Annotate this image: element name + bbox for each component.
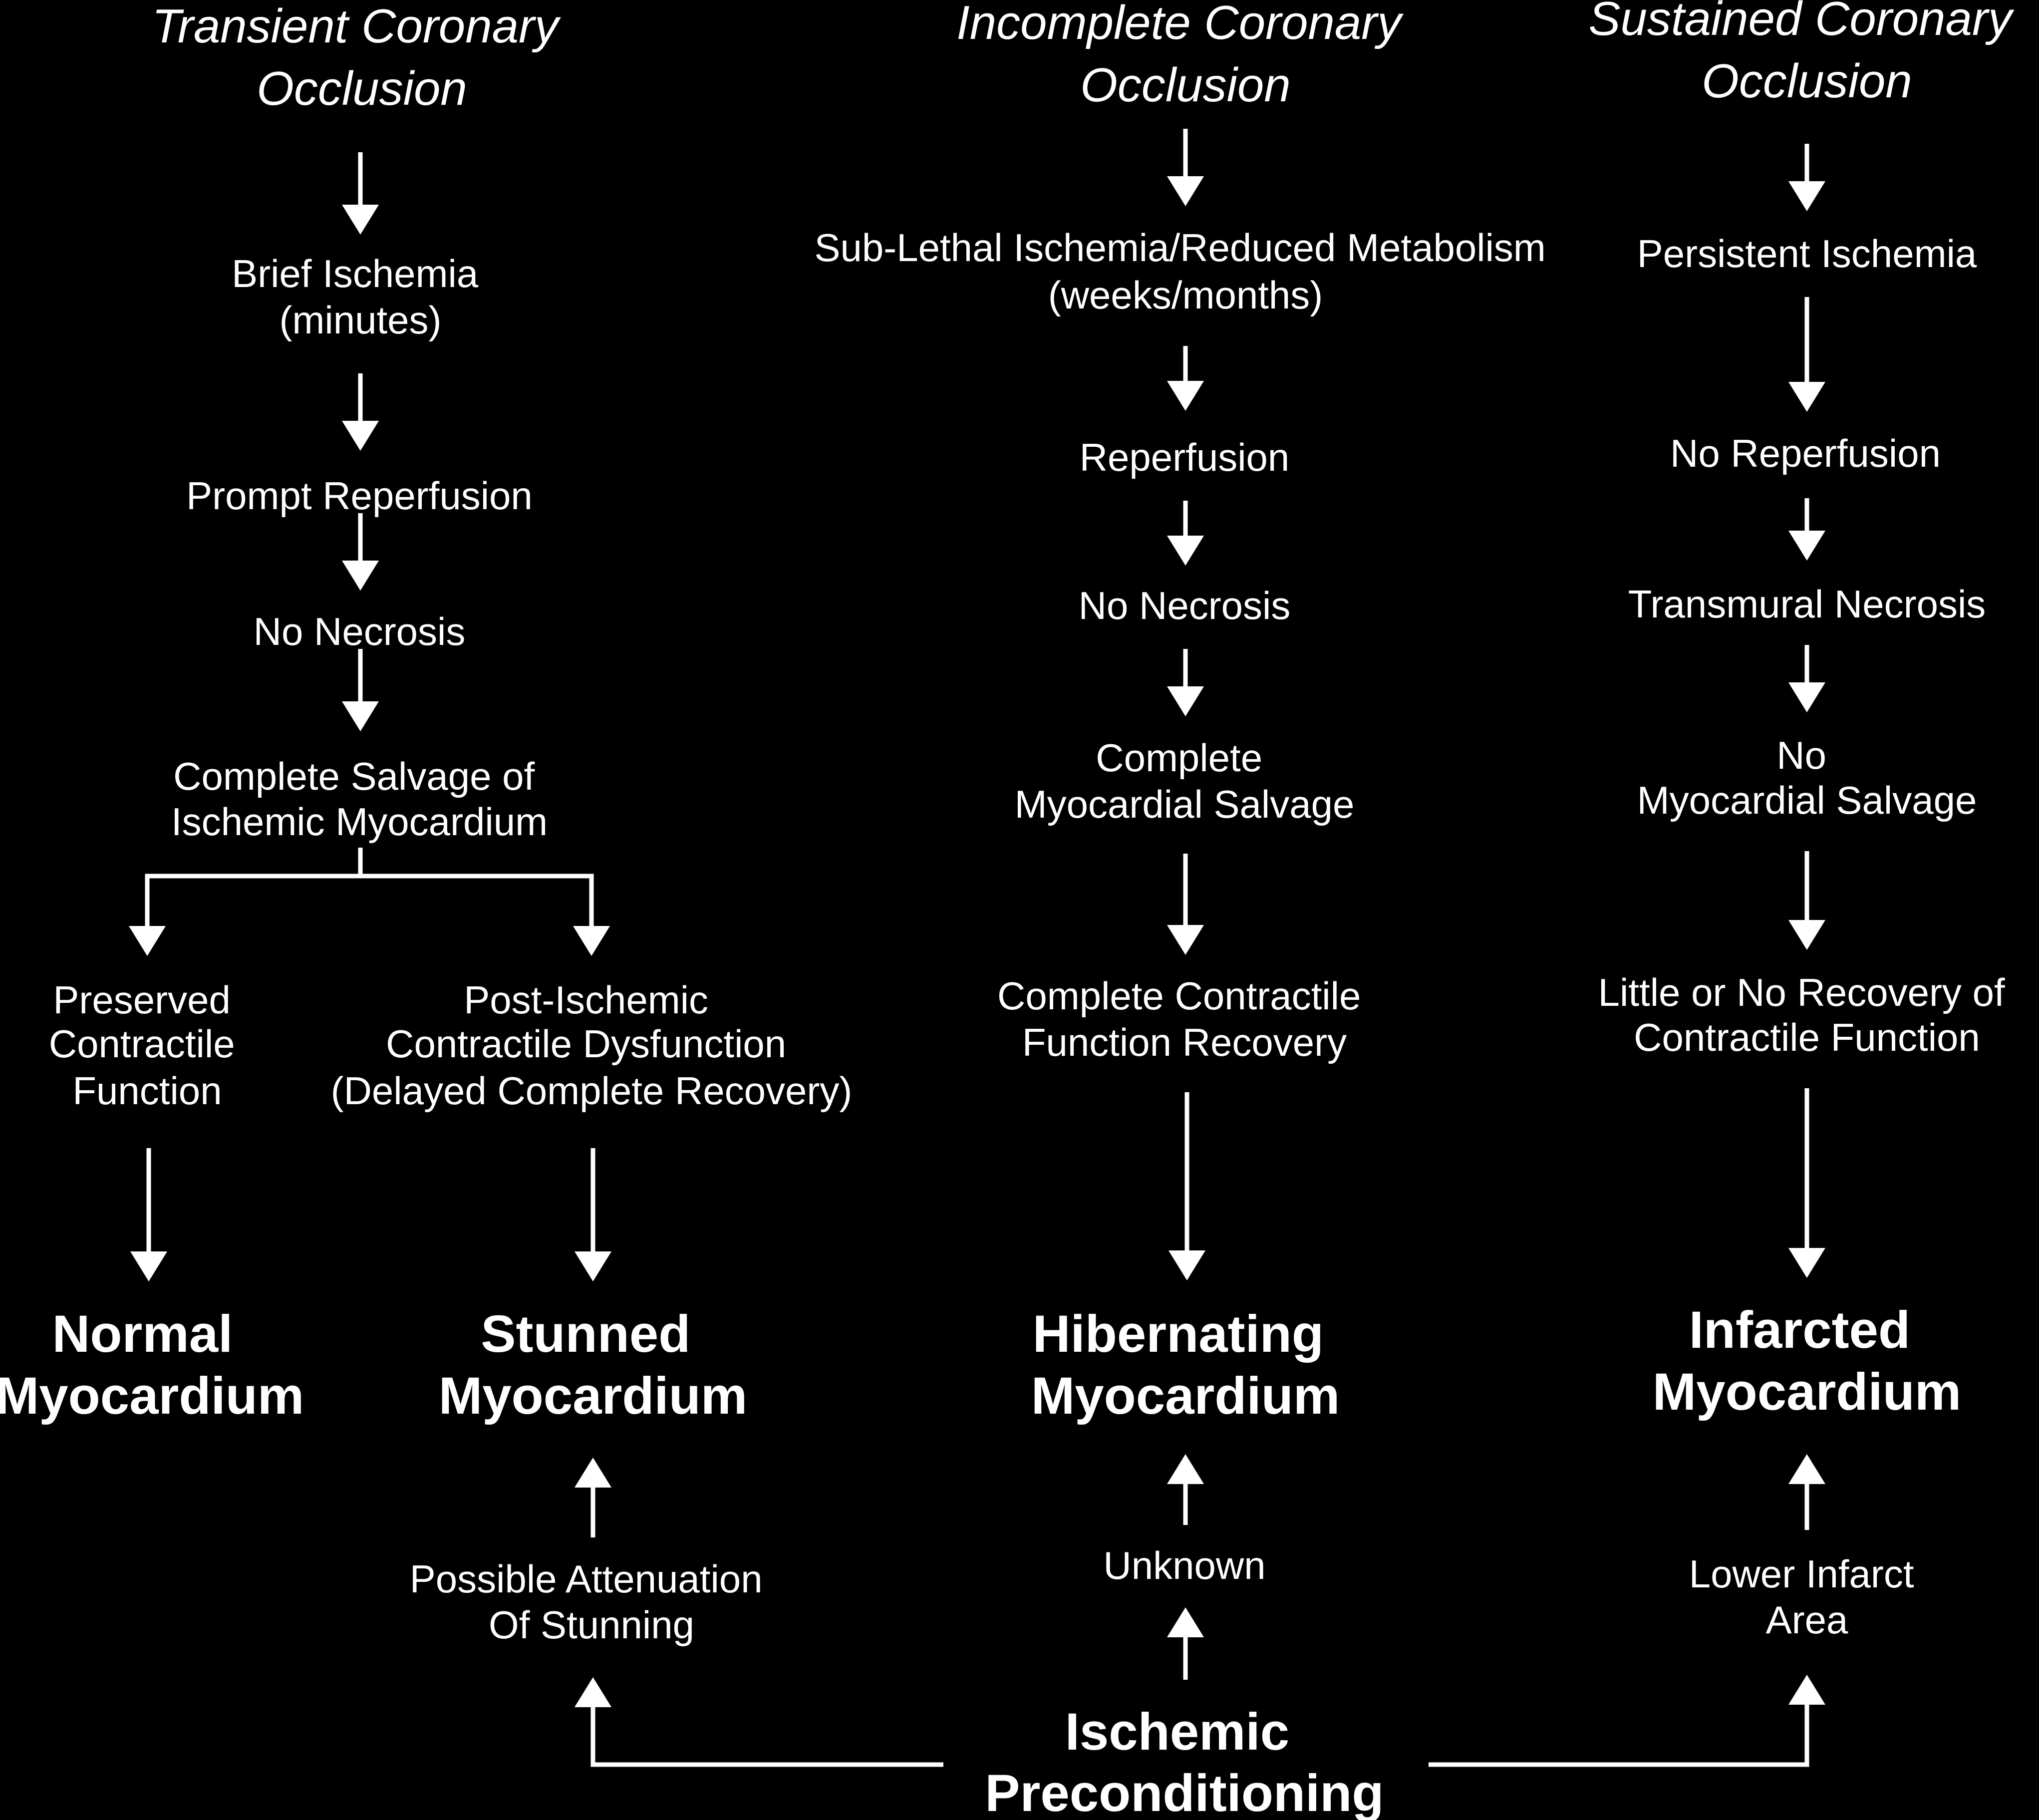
effect-attenuation-of-stunning: Possible Attenuation Of Stunning bbox=[410, 1557, 774, 1647]
step-complete-salvage-transient: Complete Salvage of Ischemic Myocardium bbox=[171, 754, 548, 844]
step-prompt-reperfusion: Prompt Reperfusion bbox=[186, 474, 533, 518]
step-no-reperfusion: No Reperfusion bbox=[1670, 431, 1941, 475]
effect-unknown: Unknown bbox=[1103, 1543, 1265, 1587]
ischemic-preconditioning-title: Ischemic Preconditioning bbox=[985, 1703, 1384, 1820]
arrow-head bbox=[1167, 536, 1204, 566]
arrow-head bbox=[1788, 382, 1825, 412]
connectors bbox=[129, 129, 1825, 1767]
step-function-recovery: Complete Contractile Function Recovery bbox=[997, 974, 1372, 1064]
outcome-normal-myocardium: Normal Myocardium bbox=[0, 1305, 304, 1425]
arrow-head bbox=[1788, 920, 1825, 950]
step-little-recovery: Little or No Recovery of Contractile Fun… bbox=[1598, 970, 2016, 1059]
arrow-head bbox=[129, 926, 166, 956]
arrow-head bbox=[1167, 176, 1204, 206]
arrow-head bbox=[575, 1458, 611, 1488]
effect-lower-infarct-area: Lower Infarct Area bbox=[1689, 1552, 1925, 1642]
step-complete-salvage-incomplete: Complete Myocardial Salvage bbox=[1015, 736, 1355, 826]
arrow-head bbox=[342, 701, 379, 731]
arrow-head bbox=[1167, 925, 1204, 955]
arrow-head bbox=[1167, 686, 1204, 716]
step-no-necrosis-incomplete: No Necrosis bbox=[1079, 584, 1291, 627]
arrow-head bbox=[573, 926, 610, 956]
arrow-head bbox=[1788, 1454, 1825, 1484]
header-incomplete-occlusion: Incomplete Coronary Occlusion bbox=[956, 0, 1415, 112]
header-sustained-occlusion: Sustained Coronary Occlusion bbox=[1588, 0, 2025, 108]
arrow-head bbox=[342, 561, 379, 591]
step-sublethal-ischemia: Sub-Lethal Ischemia/Reduced Metabolism (… bbox=[814, 226, 1556, 317]
arrow-head bbox=[575, 1677, 611, 1707]
step-preserved-function: Preserved Contractile Function bbox=[49, 978, 246, 1113]
arrow-head bbox=[1167, 1454, 1204, 1484]
step-post-ischemic-dysfunction: Post-Ischemic Contractile Dysfunction (D… bbox=[331, 978, 853, 1113]
arrow-head bbox=[1788, 1248, 1825, 1278]
arrow-head bbox=[575, 1251, 611, 1281]
outcome-infarcted-myocardium: Infarcted Myocardium bbox=[1653, 1301, 1961, 1421]
arrow-head bbox=[1788, 531, 1825, 561]
step-persistent-ischemia: Persistent Ischemia bbox=[1637, 232, 1977, 276]
preconditioning-to-stunning-line bbox=[590, 1705, 943, 1767]
arrow-head bbox=[1788, 682, 1825, 712]
outcome-hibernating-myocardium: Hibernating Myocardium bbox=[1031, 1305, 1340, 1425]
arrow-head bbox=[342, 421, 379, 451]
step-reperfusion: Reperfusion bbox=[1080, 435, 1290, 479]
step-transmural-necrosis: Transmural Necrosis bbox=[1628, 582, 1986, 626]
arrow-head bbox=[1788, 1675, 1825, 1705]
arrow-head bbox=[1167, 1607, 1204, 1637]
arrow-head bbox=[130, 1251, 167, 1281]
outcome-stunned-myocardium: Stunned Myocardium bbox=[439, 1305, 747, 1425]
step-no-salvage: No Myocardial Salvage bbox=[1637, 733, 1977, 822]
arrow-head bbox=[1167, 381, 1204, 411]
preconditioning-to-infarct-line bbox=[1429, 1702, 1809, 1767]
arrow-head bbox=[342, 205, 379, 235]
step-no-necrosis-transient: No Necrosis bbox=[254, 609, 466, 653]
branch-line bbox=[145, 874, 594, 928]
arrow-head bbox=[1788, 181, 1825, 211]
header-transient-occlusion: Transient Coronary Occlusion bbox=[152, 0, 572, 115]
arrow-head bbox=[1168, 1250, 1205, 1280]
step-brief-ischemia: Brief Ischemia (minutes) bbox=[232, 252, 489, 342]
